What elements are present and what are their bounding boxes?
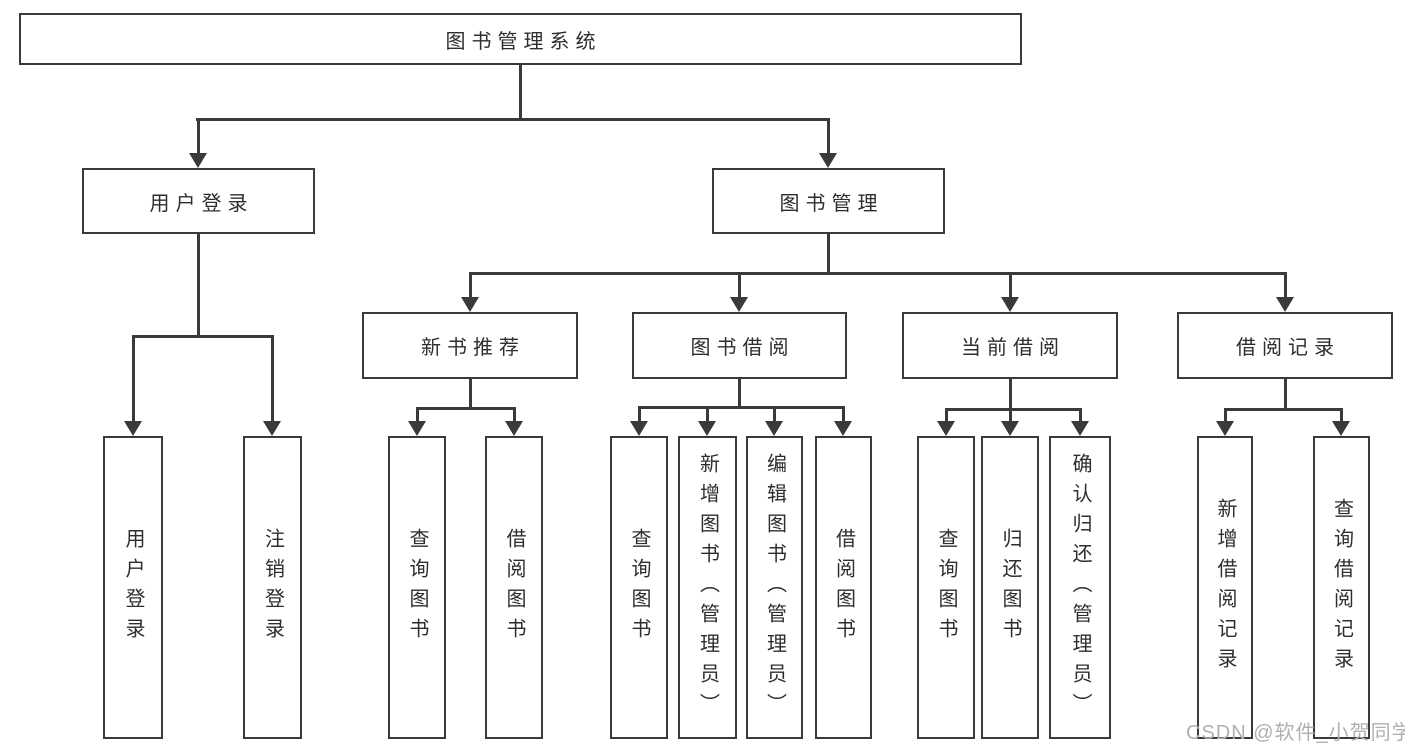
node-label: 新书推荐	[421, 337, 525, 359]
connector-line	[772, 406, 776, 423]
connector-line	[1283, 379, 1287, 408]
connector-line	[841, 406, 845, 423]
leaf-query-borrow-record: 查询借阅记录	[1313, 436, 1370, 739]
connector-line	[131, 335, 274, 338]
node-label: 查询图书	[935, 527, 957, 648]
arrow-down-icon	[834, 421, 852, 436]
node-label: 确认归还（管理员）	[1069, 452, 1091, 723]
leaf-query-books: 查询图书	[388, 436, 446, 739]
connector-line	[944, 408, 1082, 411]
node-label: 新增图书（管理员）	[696, 452, 719, 723]
connector-line	[468, 272, 1287, 275]
node-label: 用户登录	[122, 527, 144, 648]
connector-line	[196, 118, 829, 121]
connector-line	[826, 234, 830, 272]
arrow-down-icon	[1332, 421, 1350, 436]
node-label: 查询图书	[406, 527, 428, 648]
connector-line	[131, 335, 135, 423]
node-label: 图书管理	[779, 192, 884, 215]
connector-line	[944, 408, 948, 423]
connector-line	[468, 272, 472, 299]
connector-line	[1223, 408, 1343, 411]
node-user-login: 用户登录	[82, 168, 315, 234]
arrow-down-icon	[1001, 297, 1019, 312]
connector-line	[512, 407, 516, 423]
arrow-down-icon	[730, 297, 748, 312]
node-label: 图书借阅	[690, 337, 795, 359]
node-label: 借阅图书	[503, 527, 525, 648]
connector-line	[637, 406, 641, 423]
leaf-logout-login: 注销登录	[243, 436, 302, 739]
connector-line	[196, 118, 200, 155]
arrow-down-icon	[124, 421, 142, 436]
leaf-add-borrow-record: 新增借阅记录	[1197, 436, 1253, 739]
connector-line	[519, 65, 522, 118]
leaf-query-books-3: 查询图书	[917, 436, 975, 739]
node-label: 借阅图书	[832, 527, 855, 648]
watermark: CSDN @软件_小贺同学	[1186, 722, 1405, 744]
leaf-add-books-admin: 新增图书（管理员）	[678, 436, 737, 739]
connector-line	[1008, 379, 1012, 408]
leaf-query-books-2: 查询图书	[610, 436, 668, 739]
arrow-down-icon	[698, 421, 716, 436]
arrow-down-icon	[937, 421, 955, 436]
connector-line	[1339, 408, 1343, 423]
node-borrowing-records: 借阅记录	[1177, 312, 1393, 379]
arrow-down-icon	[1071, 421, 1089, 436]
node-label: 新增借阅记录	[1214, 497, 1236, 678]
connector-line	[1008, 408, 1012, 423]
node-label: 借阅记录	[1236, 337, 1340, 359]
arrow-down-icon	[263, 421, 281, 436]
connector-line	[1078, 408, 1082, 423]
connector-line	[705, 406, 709, 423]
node-label: 当前借阅	[961, 337, 1065, 359]
leaf-return-books: 归还图书	[981, 436, 1039, 739]
arrow-down-icon	[461, 297, 479, 312]
connector-line	[415, 407, 419, 423]
connector-line	[196, 234, 200, 335]
node-label: 查询借阅记录	[1330, 497, 1353, 678]
connector-line	[468, 379, 472, 407]
node-library-management-system: 图书管理系统	[19, 13, 1022, 65]
node-label: 注销登录	[261, 527, 284, 648]
leaf-borrow-books: 借阅图书	[485, 436, 543, 739]
connector-line	[415, 407, 516, 410]
arrow-down-icon	[1001, 421, 1019, 436]
arrow-down-icon	[1216, 421, 1234, 436]
connector-line	[637, 406, 845, 409]
arrow-down-icon	[819, 153, 837, 168]
node-label: 编辑图书（管理员）	[763, 452, 786, 723]
connector-line	[737, 379, 741, 406]
leaf-borrow-books-2: 借阅图书	[815, 436, 872, 739]
arrow-down-icon	[189, 153, 207, 168]
leaf-user-login: 用户登录	[103, 436, 163, 739]
node-new-book-recommendation: 新书推荐	[362, 312, 578, 379]
connector-line	[1223, 408, 1227, 423]
arrow-down-icon	[765, 421, 783, 436]
arrow-down-icon	[630, 421, 648, 436]
node-label: 用户登录	[149, 192, 254, 215]
connector-line	[1283, 272, 1287, 299]
node-label: 查询图书	[628, 527, 650, 648]
node-label: 归还图书	[999, 527, 1021, 648]
connector-line	[737, 272, 741, 299]
arrow-down-icon	[1276, 297, 1294, 312]
arrow-down-icon	[408, 421, 426, 436]
node-book-management: 图书管理	[712, 168, 945, 234]
node-book-borrowing: 图书借阅	[632, 312, 847, 379]
node-label: 图书管理系统	[445, 30, 602, 53]
node-current-borrowing: 当前借阅	[902, 312, 1118, 379]
connector-line	[826, 118, 830, 155]
connector-line	[270, 335, 274, 423]
arrow-down-icon	[505, 421, 523, 436]
leaf-confirm-return-admin: 确认归还（管理员）	[1049, 436, 1111, 739]
connector-line	[1008, 272, 1012, 299]
leaf-edit-books-admin: 编辑图书（管理员）	[746, 436, 803, 739]
